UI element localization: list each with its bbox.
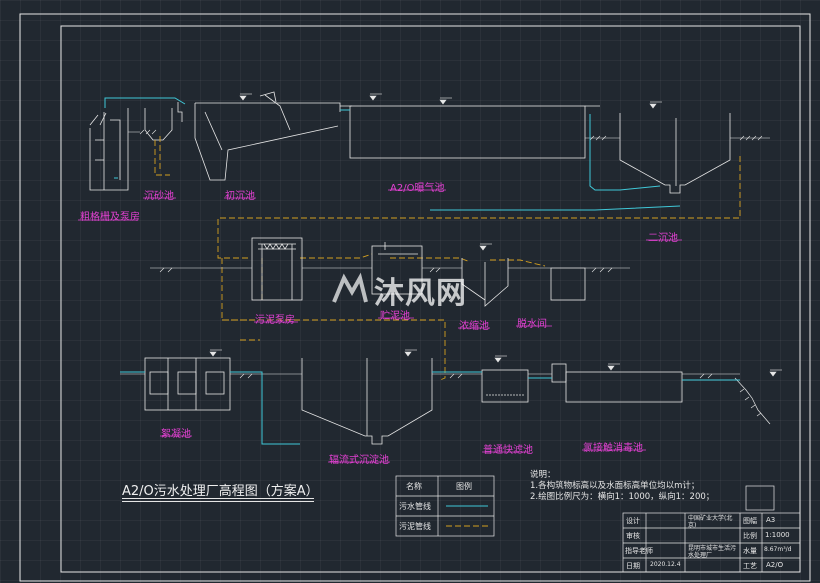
outer-frame	[19, 13, 811, 582]
tb-sheet-label: 图幅	[743, 517, 757, 525]
label-aeration-tank: A2/O曝气池	[390, 183, 445, 194]
rapid-filter	[481, 369, 529, 403]
notes-line-1: 1.各构筑物标高以及水面标高单位均以m计；	[530, 481, 700, 491]
coagulation-tank	[144, 357, 231, 411]
tb-date-label: 日期	[626, 562, 640, 570]
tb-date-value: 2020.12.4	[650, 561, 681, 568]
aeration-tank	[340, 105, 600, 159]
legend-header-name: 名称	[406, 482, 422, 491]
tb-scale-value: 1:1000	[765, 531, 790, 539]
label-sludge-storage: 贮泥池	[380, 311, 410, 322]
ground-line-bottom	[120, 373, 740, 379]
label-secondary-clarifier: 二沉池	[648, 233, 678, 244]
drawing-title: A2/O污水处理厂高程图（方案A）	[122, 484, 319, 499]
grit-chamber	[144, 108, 173, 141]
legend-box	[395, 475, 495, 537]
tb-process-value: A2/O	[766, 561, 784, 569]
sludge-pump-house	[251, 237, 303, 301]
label-radial-settling-tank: 辐流式沉淀池	[329, 455, 389, 466]
tb-advisor-label: 指导老师	[625, 547, 653, 555]
dewatering-room	[550, 267, 586, 301]
ground-hatch	[128, 129, 770, 141]
notes-line-2: 2.绘图比例尺为：横向1：1000，纵向1：200；	[530, 492, 715, 502]
sewage-line-top	[104, 97, 681, 211]
sludge-storage-tank	[371, 242, 423, 295]
tb-check-label: 审核	[626, 532, 640, 540]
tb-scale-label: 比例	[743, 532, 757, 540]
secondary-clarifier	[619, 113, 731, 194]
tb-school: 中国矿业大学(北京)	[688, 515, 733, 529]
title-underline-2	[122, 501, 314, 502]
radial-settling-tank	[301, 358, 433, 445]
label-thickener: 浓缩池	[459, 321, 489, 332]
thickener	[461, 258, 509, 307]
ground-line-mid	[150, 267, 630, 273]
sewage-line-bottom	[120, 371, 740, 445]
outfall-bank	[734, 377, 771, 425]
title-block	[622, 485, 801, 573]
sludge-line	[154, 136, 741, 381]
notes-heading: 说明：	[530, 470, 556, 480]
legend-row-sewage: 污水管线	[399, 502, 431, 511]
elevation-markers	[209, 93, 782, 377]
tb-sheet-value: A3	[766, 516, 776, 524]
label-screen-pump-house: 粗格栅及泵房	[80, 212, 140, 223]
legend-header-symbol: 图例	[456, 482, 472, 491]
inner-frame	[60, 25, 801, 573]
label-grit-chamber: 沉砂池	[144, 191, 174, 202]
tb-design-label: 设计	[626, 517, 640, 525]
tb-project: 昆明市城市生活污水处理厂	[688, 545, 737, 559]
primary-clarifier	[177, 91, 341, 181]
label-primary-clarifier: 初沉池	[225, 191, 255, 202]
tb-flow-value: 8.67m³/d	[764, 546, 792, 553]
label-chlorine-contact-tank: 氯接触消毒池	[583, 443, 643, 454]
title-underline	[122, 498, 314, 499]
label-dewatering-room: 脱水间	[517, 319, 547, 330]
screen-pump-house	[89, 108, 129, 191]
tb-flow-label: 水量	[743, 547, 757, 555]
legend-row-sludge: 污泥管线	[399, 522, 431, 531]
chlorine-contact-tank	[551, 363, 683, 403]
label-underlines	[78, 189, 682, 463]
watermark-logo-icon	[332, 272, 368, 303]
tb-process-label: 工艺	[743, 562, 757, 570]
label-rapid-filter: 普通快滤池	[483, 445, 533, 456]
watermark-text: 沐风网	[374, 276, 467, 311]
label-coagulation-tank: 絮凝池	[161, 429, 191, 440]
label-sludge-pump-house: 污泥泵房	[255, 315, 295, 326]
